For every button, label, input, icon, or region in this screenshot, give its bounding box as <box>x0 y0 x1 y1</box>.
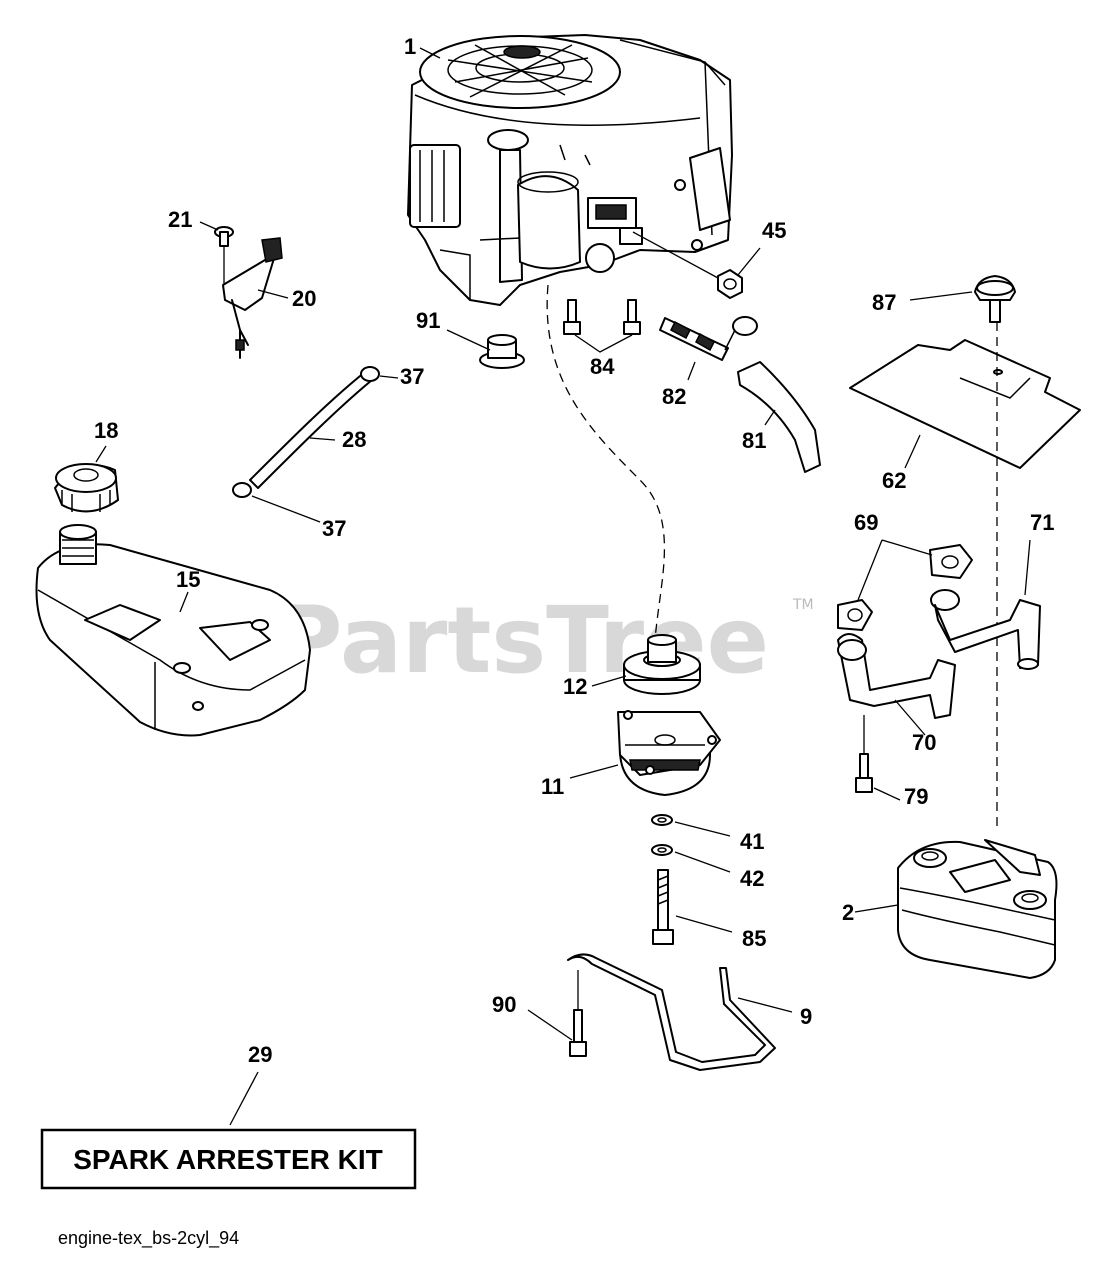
fuel-cap-icon[interactable] <box>54 463 119 513</box>
callout-71[interactable]: 71 <box>1030 510 1054 535</box>
leader-87 <box>909 291 973 301</box>
leader-20 <box>257 289 289 299</box>
hose-clamp-icon[interactable] <box>232 366 380 498</box>
spacer-icon[interactable] <box>479 334 525 369</box>
callout-81[interactable]: 81 <box>742 428 766 453</box>
callout-91[interactable]: 91 <box>416 308 440 333</box>
leader-42 <box>674 851 731 873</box>
leader-91 <box>446 329 491 351</box>
choke-cable-icon[interactable] <box>222 237 283 359</box>
callout-11[interactable]: 11 <box>541 774 564 799</box>
callout-87[interactable]: 87 <box>872 290 896 315</box>
leader-79 <box>873 787 901 801</box>
bolt-icon[interactable] <box>563 299 641 335</box>
callout-18[interactable]: 18 <box>94 418 118 443</box>
callout-37-bottom[interactable]: 37 <box>322 516 346 541</box>
leader-62 <box>904 434 921 469</box>
fuel-line-icon[interactable] <box>249 371 373 489</box>
muffler-icon[interactable] <box>897 839 1058 979</box>
watermark-trademark: TM <box>792 597 814 613</box>
gasket-icon[interactable] <box>837 544 973 631</box>
leader-11 <box>569 764 619 779</box>
leader-81 <box>764 409 776 426</box>
leader-15 <box>179 591 189 613</box>
callout-37-top[interactable]: 37 <box>400 364 424 389</box>
leader-18 <box>95 445 107 463</box>
diagram-reference-id: engine-tex_bs-2cyl_94 <box>58 1228 239 1249</box>
fuel-filter-icon[interactable] <box>659 316 758 361</box>
callout-70[interactable]: 70 <box>912 730 936 755</box>
callout-28[interactable]: 28 <box>342 427 366 452</box>
nut-icon[interactable] <box>717 269 743 299</box>
pto-clutch-icon[interactable] <box>617 710 721 796</box>
bracket-icon[interactable] <box>567 953 776 1071</box>
leader-69-b <box>857 539 883 601</box>
callout-90[interactable]: 90 <box>492 992 516 1017</box>
leader-21 <box>199 221 219 231</box>
leader-29 <box>229 1071 259 1126</box>
fuel-hose-icon[interactable] <box>737 361 821 473</box>
engine-icon[interactable] <box>407 34 733 306</box>
callout-20[interactable]: 20 <box>292 286 316 311</box>
callout-84[interactable]: 84 <box>590 354 615 379</box>
leader-2 <box>854 904 899 913</box>
leader-41 <box>674 821 731 837</box>
callout-29[interactable]: 29 <box>248 1042 272 1067</box>
heat-shield-icon[interactable] <box>849 339 1081 469</box>
muffler-screw-icon[interactable] <box>855 753 873 793</box>
exhaust-pipe-icon[interactable] <box>837 589 1041 719</box>
callout-62[interactable]: 62 <box>882 468 906 493</box>
callout-1[interactable]: 1 <box>404 34 416 59</box>
pulley-icon[interactable] <box>623 634 701 695</box>
leader-37-bottom <box>251 495 321 523</box>
leader-37-top <box>379 375 399 379</box>
leader-90 <box>527 1009 573 1041</box>
clutch-bolt-icon[interactable] <box>652 869 674 945</box>
screw-icon[interactable] <box>214 226 234 247</box>
spark-arrester-kit-label: SPARK ARRESTER KIT <box>73 1144 383 1175</box>
leader-45 <box>737 247 761 276</box>
callout-41[interactable]: 41 <box>740 829 764 854</box>
fuel-tank-icon[interactable] <box>35 524 311 737</box>
callout-2[interactable]: 2 <box>842 900 854 925</box>
leader-85 <box>675 915 733 933</box>
leader-28 <box>309 437 336 441</box>
leader-84 <box>574 334 633 353</box>
callout-9[interactable]: 9 <box>800 1004 812 1029</box>
leader-45-engine <box>632 231 719 279</box>
callout-82[interactable]: 82 <box>662 384 686 409</box>
callout-12[interactable]: 12 <box>563 674 587 699</box>
callout-69[interactable]: 69 <box>854 510 878 535</box>
leader-82 <box>687 361 696 381</box>
engine-clutch-centerline <box>546 284 666 641</box>
callout-21[interactable]: 21 <box>168 207 192 232</box>
callout-15[interactable]: 15 <box>176 567 200 592</box>
leader-70 <box>894 699 926 736</box>
bracket-bolt-icon[interactable] <box>569 1009 587 1057</box>
leader-1 <box>419 47 441 59</box>
callout-79[interactable]: 79 <box>904 784 928 809</box>
callout-42[interactable]: 42 <box>740 866 764 891</box>
washer-icon[interactable] <box>651 814 673 856</box>
callout-85[interactable]: 85 <box>742 926 766 951</box>
leader-9 <box>737 997 793 1013</box>
callout-45[interactable]: 45 <box>762 218 786 243</box>
knob-icon[interactable] <box>974 275 1016 323</box>
leader-12 <box>591 675 627 687</box>
leader-69-a <box>881 539 933 556</box>
spark-arrester-kit-box <box>40 1128 417 1190</box>
leader-71 <box>1024 539 1031 596</box>
